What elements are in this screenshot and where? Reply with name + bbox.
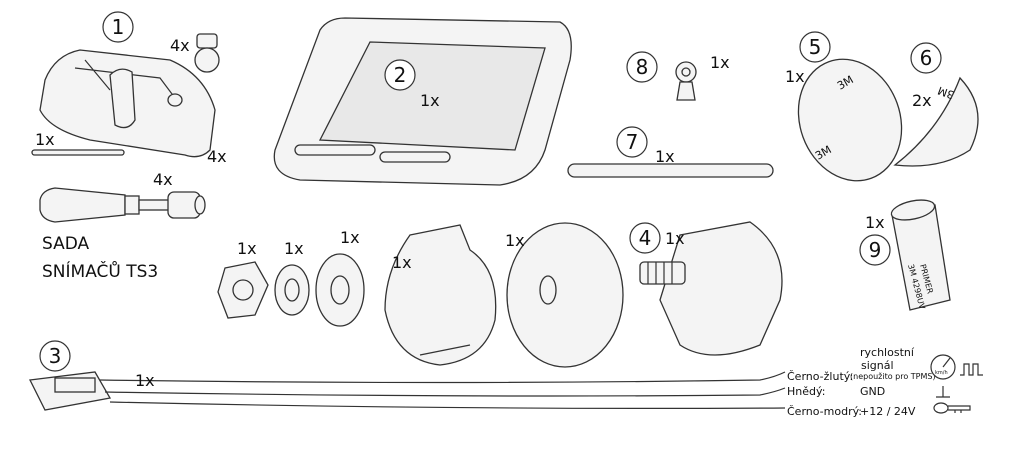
ground-icon [936, 386, 950, 398]
wire-note: (nepoužito pro TPMS) [850, 372, 936, 381]
adhesive-label: 3M [936, 84, 956, 102]
part-number-2: 2 [384, 59, 416, 91]
mount-base-drawing [639, 221, 783, 356]
wire-signal-label: GND [860, 385, 885, 398]
tpms-sensor-drawing [39, 49, 216, 158]
part-number-1: 1 [102, 11, 134, 43]
qty-label: 1x [505, 231, 525, 250]
svg-text:5: 5 [809, 35, 822, 59]
part-number-8: 8 [626, 51, 658, 83]
svg-text:6: 6 [920, 46, 933, 70]
wire-signal-label: rychlostní [860, 346, 915, 359]
svg-text:9: 9 [869, 238, 882, 262]
ring-terminal-drawing [675, 61, 697, 101]
qty-label: 1x [392, 253, 412, 272]
kit-title-line1: SADA [42, 234, 90, 254]
part-number-9: 9 [859, 234, 891, 266]
nut-drawing [217, 261, 269, 319]
svg-text:3: 3 [49, 344, 62, 368]
part-number-4: 4 [629, 222, 661, 254]
qty-label: 4x [207, 147, 227, 166]
part-number-5: 5 [799, 31, 831, 63]
wire-color-label: Černo-modrý: [787, 405, 862, 418]
part-number-7: 7 [616, 126, 648, 158]
rubber-washer-drawing [315, 253, 365, 327]
kit-title-line2: SNÍMAČŮ TS3 [42, 260, 158, 282]
qty-label: 1x [710, 53, 730, 72]
qty-label: 1x [655, 147, 675, 166]
pulse-icon [960, 363, 983, 376]
svg-text:km/h: km/h [935, 370, 948, 376]
qty-label: 1x [340, 228, 360, 247]
rod-drawing [567, 163, 774, 178]
qty-label: 1x [865, 213, 885, 232]
sensor-clip-drawing [194, 33, 220, 73]
key-icon [933, 402, 971, 414]
valve-stem-drawing [39, 187, 206, 223]
mount-ball-drawing [506, 222, 624, 368]
wire-signal-label: signál [861, 359, 894, 372]
adhesive-half-disc-drawing: 3M [893, 76, 979, 167]
qty-label: 1x [35, 130, 55, 149]
primer-drawing: PRIMER 3M 4298UV [890, 199, 951, 311]
holder-bracket-drawing [384, 224, 497, 366]
qty-label: 1x [284, 239, 304, 258]
wire-signal-label: +12 / 24V [860, 405, 916, 418]
svg-text:7: 7 [626, 130, 639, 154]
svg-text:2: 2 [394, 63, 407, 87]
speedometer-icon: km/h [930, 354, 956, 380]
connector-drawing [29, 371, 112, 411]
svg-text:8: 8 [636, 55, 649, 79]
svg-text:4: 4 [639, 226, 652, 250]
wire-color-label: Hnědý: [787, 385, 825, 398]
qty-label: 1x [135, 371, 155, 390]
pin-drawing [31, 149, 125, 156]
adhesive-disc-drawing: 3M 3M [797, 58, 903, 182]
part-number-6: 6 [910, 42, 942, 74]
svg-text:1: 1 [112, 15, 125, 39]
qty-label: 4x [170, 36, 190, 55]
qty-label: 1x [420, 91, 440, 110]
wire-color-label: Černo-žlutý: [787, 370, 853, 383]
wires [99, 371, 786, 409]
qty-label: 1x [665, 229, 685, 248]
washer-drawing [274, 264, 310, 316]
qty-label: 2x [912, 91, 932, 110]
qty-label: 1x [237, 239, 257, 258]
part-number-3: 3 [39, 340, 71, 372]
qty-label: 1x [785, 67, 805, 86]
display-unit-drawing [273, 17, 572, 186]
qty-label: 4x [153, 170, 173, 189]
